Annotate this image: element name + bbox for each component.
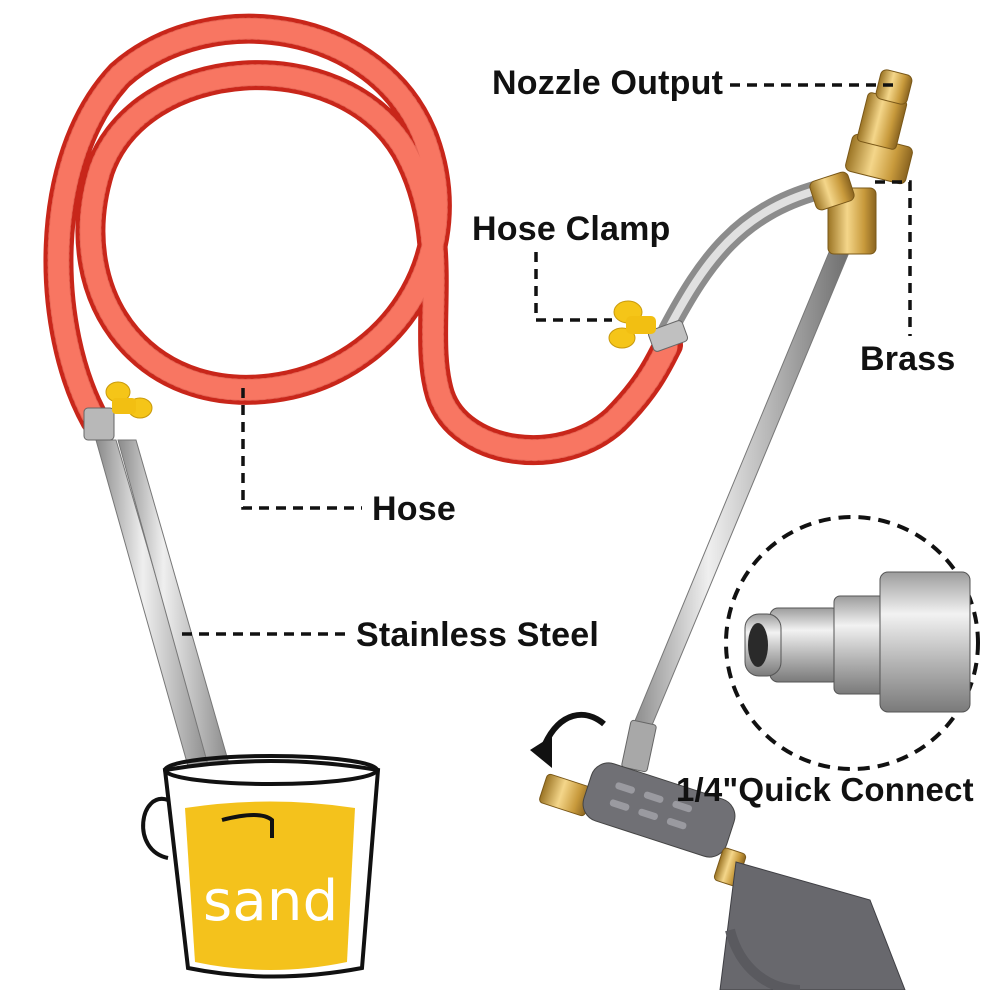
connect-arrow: [530, 711, 606, 768]
stainless-wand-right: [621, 180, 851, 773]
label-brass: Brass: [860, 340, 956, 378]
label-quick-connect: 1/4"Quick Connect: [676, 771, 974, 808]
spray-gun: [539, 762, 906, 995]
sand-bucket: [141, 754, 381, 979]
clamp-wingnut-left: [105, 381, 153, 419]
red-hose: [43, 13, 683, 465]
label-stainless-steel: Stainless Steel: [356, 616, 600, 654]
leader-lines: [182, 83, 912, 636]
quick-connect-callout: [724, 515, 980, 771]
brass-nozzle: [809, 69, 913, 255]
label-hose-clamp: Hose Clamp: [472, 210, 671, 248]
label-nozzle-output: Nozzle Output: [492, 64, 724, 102]
label-sand: sand: [203, 869, 339, 934]
clamp-wingnut-right: [608, 300, 689, 352]
label-hose: Hose: [372, 490, 456, 528]
